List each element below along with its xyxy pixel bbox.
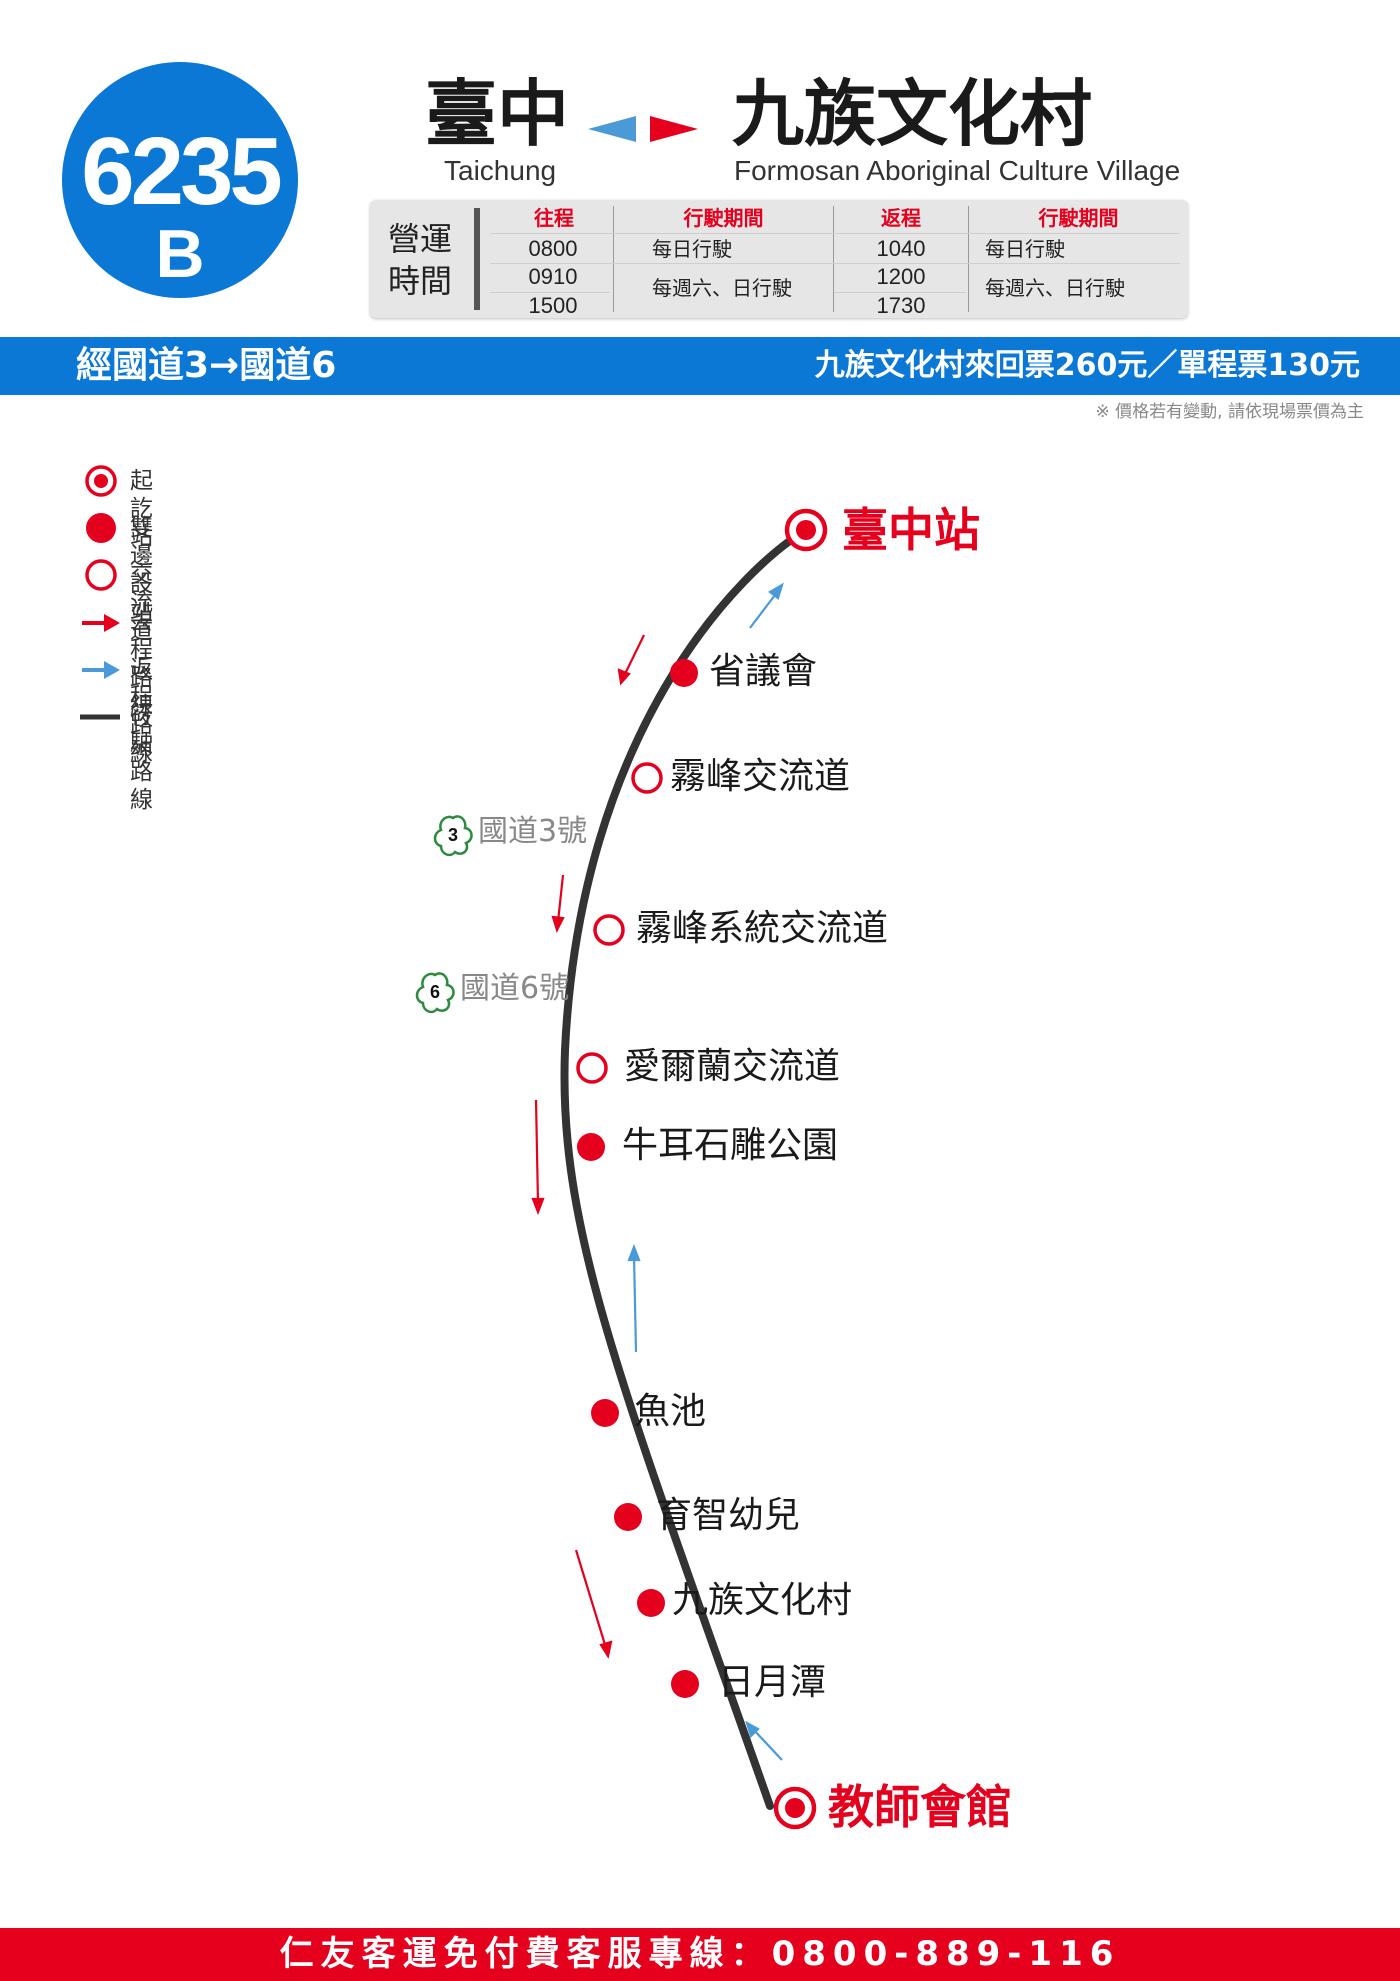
interchange-marker	[576, 1052, 608, 1084]
return-time: 1200	[876, 264, 926, 289]
route-variant: B	[155, 216, 205, 292]
destination-city-zh: 九族文化村	[732, 72, 1093, 156]
highway-3-badge-icon	[433, 815, 473, 857]
schedule-label: 營運 時間	[388, 220, 453, 300]
outbound-time: 1500	[528, 293, 578, 318]
stop-name: 愛爾蘭交流道	[624, 1046, 841, 1087]
stop-marker	[614, 1503, 642, 1531]
destination-city-en: Formosan Aboriginal Culture Village	[734, 155, 1181, 186]
outbound-direction-arrow	[574, 1549, 613, 1659]
hotline-text: 仁友客運免付費客服專線：0800-889-116	[279, 1934, 1121, 1974]
terminal-name: 臺中站	[842, 503, 980, 557]
bidirectional-stop-icon	[86, 513, 116, 543]
stop-name: 霧峰系統交流道	[636, 908, 889, 949]
route-number: 6235	[81, 118, 283, 225]
highway-label: 國道3號	[478, 814, 588, 849]
terminal-name: 教師會館	[828, 1780, 1012, 1834]
outbound-time: 0800	[528, 236, 578, 261]
legend-label: 雙邊設站	[130, 515, 153, 625]
stop-name: 牛耳石雕公園	[622, 1125, 839, 1166]
origin-city-en: Taichung	[444, 155, 557, 186]
stop-name: 育智幼兒	[656, 1495, 801, 1536]
legend-label: 返程路線	[130, 656, 153, 766]
fare-info: 九族文化村來回票260元／單程票130元	[814, 348, 1360, 383]
terminal-station-marker	[773, 1786, 817, 1830]
stop-marker	[591, 1399, 619, 1427]
stop-name: 九族文化村	[672, 1580, 853, 1621]
outbound-direction-arrow	[551, 874, 565, 933]
schedule-panel: 營運 時間 往程 行駛期間 返程 行駛期間 0800 0910 1500 每日行…	[370, 200, 1188, 318]
stop-marker	[670, 659, 698, 687]
outbound-header: 往程	[534, 206, 574, 230]
stop-marker	[577, 1133, 605, 1161]
outbound-arrow-icon	[82, 614, 120, 632]
stop-name: 魚池	[634, 1391, 707, 1432]
interchange-marker	[593, 914, 625, 946]
return-period: 每日行駛	[985, 237, 1065, 261]
interchange-icon	[85, 559, 117, 591]
legend-label: 交流道	[130, 562, 153, 644]
return-header: 返程	[881, 206, 921, 230]
schedule-divider-bar	[474, 208, 480, 310]
legend-label: 行駛路線	[130, 703, 153, 813]
stop-marker	[671, 1670, 699, 1698]
interchange-marker	[631, 762, 663, 794]
hotline-bar: 仁友客運免付費客服專線：0800-889-116	[0, 1928, 1400, 1981]
route-number-badge: 6235 B	[62, 62, 298, 298]
return-time: 1040	[876, 236, 926, 261]
return-direction-arrow	[749, 582, 784, 629]
highway-badge-number: 6	[429, 982, 440, 1002]
return-period: 每週六、日行駛	[985, 276, 1125, 300]
return-period-header: 行駛期間	[1038, 206, 1119, 230]
return-direction-arrow	[745, 1720, 783, 1761]
stop-name: 省議會	[709, 651, 818, 692]
terminal-station-icon	[85, 465, 117, 497]
outbound-direction-arrow	[531, 1099, 545, 1216]
via-highways: 經國道3→國道6	[76, 345, 337, 386]
via-fare-bar: 經國道3→國道6 九族文化村來回票260元／單程票130元	[0, 337, 1400, 395]
outbound-direction-arrow	[617, 634, 645, 686]
price-note: ※ 價格若有變動, 請依現場票價為主	[1095, 402, 1364, 422]
origin-city-zh: 臺中	[425, 72, 570, 156]
legend-label: 去程路線	[130, 609, 153, 719]
highway-6-badge-icon	[415, 972, 455, 1014]
highway-label: 國道6號	[460, 971, 570, 1006]
terminal-station-marker	[784, 508, 828, 552]
stop-marker	[637, 1589, 665, 1617]
return-time: 1730	[876, 293, 926, 318]
outbound-period: 每週六、日行駛	[652, 276, 792, 300]
return-direction-arrow	[627, 1243, 641, 1353]
stop-name: 霧峰交流道	[670, 756, 851, 797]
highway-badge-number: 3	[447, 825, 458, 845]
two-way-arrows-icon	[588, 116, 698, 142]
outbound-time: 0910	[528, 264, 578, 289]
route-line-icon	[80, 714, 120, 720]
stop-name: 日月潭	[718, 1662, 827, 1703]
legend-label: 起訖站	[130, 468, 153, 550]
outbound-period-header: 行駛期間	[683, 206, 764, 230]
outbound-period: 每日行駛	[652, 237, 732, 261]
route-line	[560, 526, 810, 1810]
return-arrow-icon	[82, 661, 120, 679]
